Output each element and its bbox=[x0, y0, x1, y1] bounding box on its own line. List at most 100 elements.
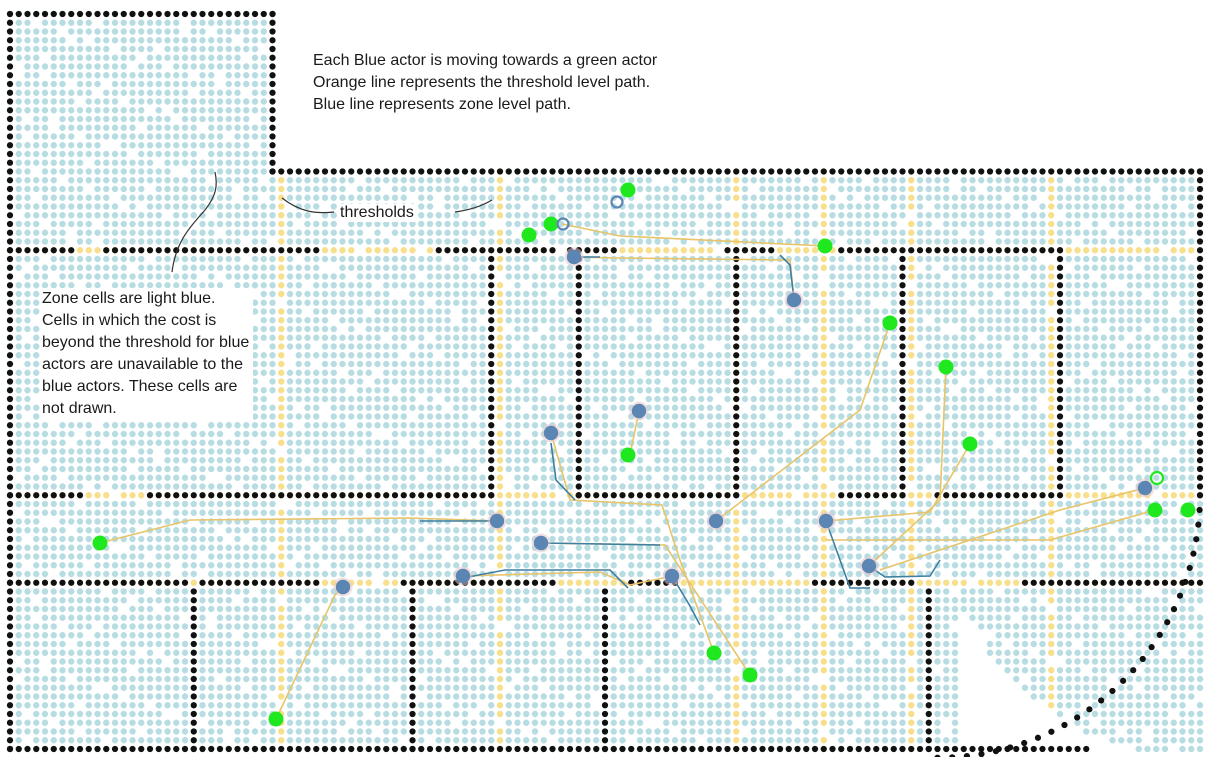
zone-cell bbox=[156, 431, 162, 437]
zone-cell bbox=[934, 440, 940, 446]
zone-cell bbox=[567, 335, 573, 341]
zone-cell bbox=[541, 361, 547, 367]
zone-cell bbox=[646, 343, 652, 349]
zone-cell bbox=[217, 422, 223, 428]
zone-cell bbox=[619, 256, 625, 262]
zone-cell bbox=[1109, 466, 1115, 472]
zone-cell bbox=[296, 300, 302, 306]
zone-cell bbox=[173, 160, 179, 166]
zone-cell bbox=[1013, 448, 1019, 454]
zone-cell bbox=[234, 142, 240, 148]
zone-cell bbox=[1004, 177, 1010, 183]
zone-cell bbox=[16, 265, 22, 271]
zone-cell bbox=[759, 195, 765, 201]
zone-cell bbox=[138, 238, 144, 244]
zone-cell bbox=[1188, 413, 1194, 419]
zone-cell bbox=[1179, 212, 1185, 218]
zone-cell bbox=[322, 282, 328, 288]
zone-cell bbox=[926, 256, 932, 262]
zone-cell bbox=[374, 326, 380, 332]
zone-cell bbox=[462, 431, 468, 437]
zone-cell bbox=[173, 142, 179, 148]
zone-cell bbox=[742, 466, 748, 472]
zone-cell bbox=[549, 378, 555, 384]
zone-cell bbox=[462, 265, 468, 271]
zone-cell bbox=[121, 55, 127, 61]
zone-cell bbox=[33, 457, 39, 463]
zone-cell bbox=[891, 203, 897, 209]
zone-cell bbox=[637, 378, 643, 384]
zone-cell bbox=[1162, 256, 1168, 262]
zone-cell bbox=[278, 405, 284, 411]
zone-cell bbox=[1074, 273, 1080, 279]
zone-cell bbox=[68, 212, 74, 218]
zone-cell bbox=[147, 273, 153, 279]
zone-cell bbox=[1109, 370, 1115, 376]
zone-cell bbox=[1048, 352, 1054, 358]
zone-cell bbox=[199, 238, 205, 244]
zone-cell bbox=[724, 186, 730, 192]
zone-cell bbox=[619, 308, 625, 314]
zone-cell bbox=[794, 247, 800, 253]
zone-cell bbox=[68, 151, 74, 157]
zone-cell bbox=[226, 37, 232, 43]
zone-cell bbox=[1127, 326, 1133, 332]
zone-cell bbox=[16, 291, 22, 297]
zone-cell bbox=[357, 466, 363, 472]
zone-cell bbox=[121, 37, 127, 43]
zone-cell bbox=[479, 186, 485, 192]
zone-cell bbox=[138, 28, 144, 34]
zone-cell bbox=[1127, 291, 1133, 297]
zone-cell bbox=[549, 317, 555, 323]
zone-cell bbox=[191, 160, 197, 166]
zone-cell bbox=[952, 370, 958, 376]
zone-cell bbox=[296, 238, 302, 244]
zone-cell bbox=[628, 273, 634, 279]
zone-cell bbox=[42, 273, 48, 279]
zone-cell bbox=[934, 326, 940, 332]
zone-cell bbox=[567, 343, 573, 349]
zone-cell bbox=[742, 440, 748, 446]
zone-cell bbox=[287, 370, 293, 376]
zone-cell bbox=[882, 256, 888, 262]
zone-cell bbox=[891, 370, 897, 376]
zone-cell bbox=[1083, 203, 1089, 209]
zone-cell bbox=[156, 195, 162, 201]
zone-cell bbox=[1074, 475, 1080, 481]
zone-cell bbox=[94, 186, 100, 192]
zone-cell bbox=[1074, 212, 1080, 218]
zone-cell bbox=[453, 396, 459, 402]
zone-cell bbox=[42, 151, 48, 157]
zone-cell bbox=[287, 308, 293, 314]
zone-cell bbox=[1144, 212, 1150, 218]
zone-cell bbox=[663, 396, 669, 402]
zone-cell bbox=[619, 300, 625, 306]
zone-cell bbox=[322, 326, 328, 332]
zone-cell bbox=[156, 273, 162, 279]
zone-cell bbox=[164, 160, 170, 166]
zone-cell bbox=[637, 230, 643, 236]
zone-cell bbox=[803, 291, 809, 297]
zone-cell bbox=[864, 203, 870, 209]
zone-cell bbox=[882, 221, 888, 227]
zone-cell bbox=[1066, 317, 1072, 323]
zone-cell bbox=[497, 300, 503, 306]
zone-cell bbox=[383, 238, 389, 244]
zone-cell bbox=[1101, 378, 1107, 384]
zone-cell bbox=[891, 221, 897, 227]
zone-cell bbox=[873, 335, 879, 341]
zone-cell bbox=[16, 370, 22, 376]
zone-cell bbox=[278, 282, 284, 288]
zone-cell bbox=[1013, 177, 1019, 183]
zone-cell bbox=[1171, 370, 1177, 376]
zone-cell bbox=[112, 133, 118, 139]
zone-cell bbox=[891, 422, 897, 428]
zone-cell bbox=[16, 142, 22, 148]
zone-cell bbox=[1101, 291, 1107, 297]
zone-cell bbox=[707, 238, 713, 244]
zone-cell bbox=[182, 133, 188, 139]
zone-cell bbox=[226, 90, 232, 96]
zone-cell bbox=[199, 168, 205, 174]
zone-cell bbox=[663, 291, 669, 297]
zone-cell bbox=[1066, 308, 1072, 314]
